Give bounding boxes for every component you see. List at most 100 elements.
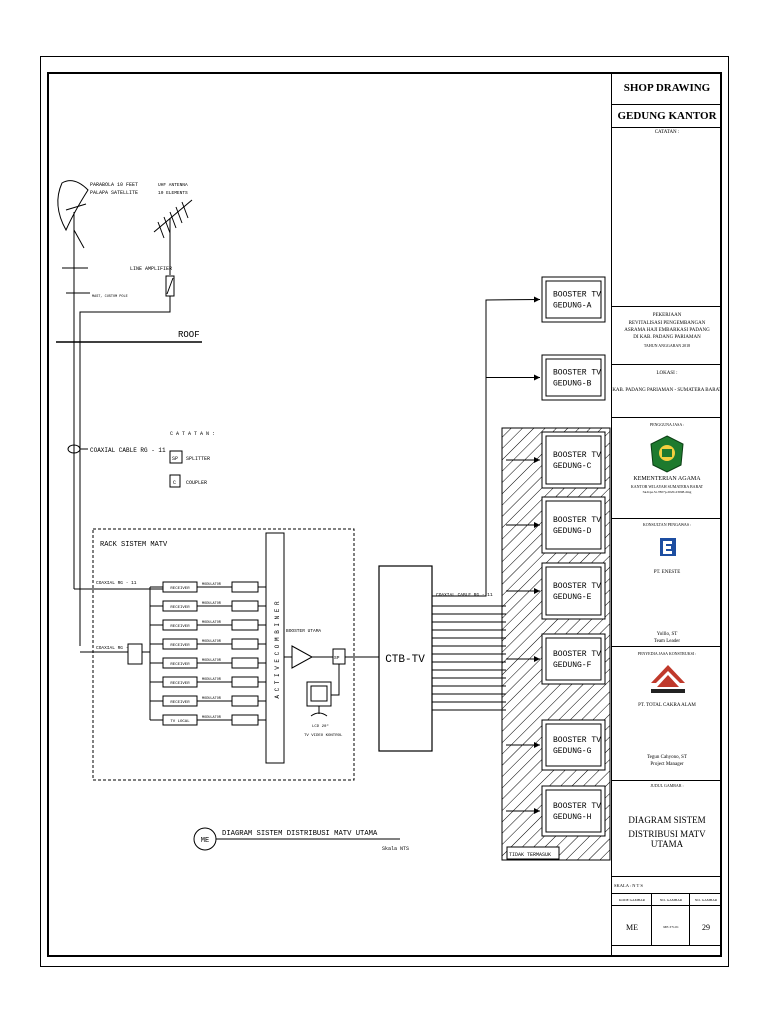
- ctb-tv-label: CTB-TV: [385, 654, 425, 666]
- booster-label: GEDUNG-G: [553, 747, 592, 756]
- arrow-icon: [534, 457, 540, 463]
- title-tag: ME: [201, 837, 209, 845]
- penyedia-value: PT. TOTAL CAKRA ALAM: [638, 703, 696, 708]
- no-lembar-value: 29: [702, 923, 710, 932]
- svg-text:SP: SP: [334, 655, 340, 661]
- booster-box: [541, 633, 606, 685]
- booster-label: BOOSTER TV: [553, 582, 601, 591]
- booster-box: [541, 785, 606, 837]
- modulator-label: MODULATOR: [202, 697, 222, 701]
- booster-label: BOOSTER TV: [553, 451, 601, 460]
- booster-inner-box: [545, 789, 602, 833]
- pengguna-sub: Sk.Kpa.Sr.7807p.2020-23098.ding: [642, 490, 692, 494]
- arrow-icon: [534, 808, 540, 814]
- receiver-label: RECEIVER: [170, 682, 190, 686]
- monitor-label: TV VIDEO KONTROL: [304, 734, 343, 738]
- arrow-icon: [534, 656, 540, 662]
- arrow-icon: [534, 374, 540, 381]
- booster-label: BOOSTER TV: [553, 516, 601, 525]
- konsultan-value: PT. ENESTE: [653, 570, 681, 575]
- tb-divider: [612, 306, 720, 307]
- tb-divider: [612, 893, 720, 894]
- penyedia-label: PENYEDIA JASA KONSTRUKSI :: [637, 651, 697, 656]
- booster-label: BOOSTER TV: [553, 736, 601, 745]
- booster-inner-box: [545, 280, 602, 319]
- modulator-box: [231, 600, 259, 612]
- modulator-label: MODULATOR: [202, 621, 222, 625]
- coupler-label: COUPLER: [186, 480, 207, 486]
- pekerjaan-label: PEKERJAAN: [652, 313, 682, 318]
- modulator-box: [231, 676, 259, 688]
- svg-text:SP: SP: [172, 456, 178, 462]
- parabola-label: PALAPA SATELLITE: [90, 190, 138, 196]
- rack-coax-label: COAXIAL RG - 11: [96, 580, 137, 586]
- tb-divider: [612, 417, 720, 418]
- pekerjaan-line: REVITALISASI PENGEMBANGAN: [628, 321, 706, 326]
- modulator-label: MODULATOR: [202, 678, 222, 682]
- tb-divider: [612, 905, 720, 906]
- skala-label: SKALA : N T S: [614, 883, 643, 888]
- rack-label: RACK SISTEM MATV: [100, 541, 168, 549]
- uhf-label: UHF ANTENNA: [158, 182, 188, 188]
- mast-label: MAST, CUSTOM POLE: [92, 295, 128, 299]
- drawing-outer-border: [40, 56, 729, 967]
- lokasi-value: KAB. PADANG PARIAMAN - SUMATERA BARAT: [612, 388, 722, 393]
- booster-box: [541, 354, 606, 401]
- receiver-label: RECEIVER: [170, 625, 190, 629]
- drawing-inner-border: [47, 72, 722, 957]
- title-block: SHOP DRAWING GEDUNG KANTOR CATATAN : PEK…: [611, 72, 722, 957]
- hatch-note-box: [506, 846, 560, 860]
- booster-label: GEDUNG-F: [553, 661, 592, 670]
- shop-drawing-title: SHOP DRAWING: [623, 82, 711, 94]
- receiver-label: RECEIVER: [170, 606, 190, 610]
- booster-inner-box: [545, 566, 602, 616]
- modulator-box: [231, 657, 259, 669]
- ctb-coax-label: COAXIAL CABLE RG - 11: [436, 592, 493, 598]
- tb-divider: [612, 646, 720, 647]
- monitor-icon: [306, 681, 332, 717]
- rack-coax-label: COAXIAL RG - 11: [96, 645, 137, 651]
- tb-divider: [612, 780, 720, 781]
- diagram-scale: Skala NTS: [382, 846, 409, 852]
- modulator-label: MODULATOR: [202, 602, 222, 606]
- uhf-label: 10 ELEMENTS: [158, 190, 188, 196]
- no-gambar-label: NO. GAMBAR: [659, 898, 683, 902]
- booster-box: [541, 496, 606, 554]
- coupler-symbol: [169, 474, 181, 488]
- modulator-label: MODULATOR: [202, 659, 222, 663]
- roof-label: ROOF: [178, 330, 200, 340]
- booster-label: GEDUNG-D: [553, 527, 592, 536]
- splitter-symbol: [169, 450, 183, 464]
- booster-box: [541, 719, 606, 771]
- booster-label: BOOSTER TV: [553, 802, 601, 811]
- no-gambar-value: ME-TV-01: [663, 925, 679, 929]
- konsultan-role: Team Leader: [653, 639, 681, 644]
- lokasi-label: LOKASI :: [656, 371, 678, 376]
- pengguna-sub: KANTOR WILAYAH SUMATERA BARAT: [630, 484, 704, 489]
- parabola-antenna-icon: [57, 180, 89, 269]
- booster-label: GEDUNG-H: [553, 813, 592, 822]
- booster-label: GEDUNG-A: [553, 302, 592, 311]
- tb-cell-divider: [651, 893, 652, 945]
- line-amp-label: LINE AMPLIFIER: [130, 266, 172, 272]
- modulator-box: [231, 581, 259, 593]
- tca-logo: [651, 665, 685, 693]
- booster-amplifier: [291, 645, 314, 669]
- booster-label: BOOSTER TV: [553, 291, 601, 300]
- arrow-icon: [534, 522, 540, 528]
- no-lembar-label: NO. GAMBAR: [694, 898, 718, 902]
- pengguna-value: KEMENTERIAN AGAMA: [633, 476, 701, 482]
- booster-label: GEDUNG-C: [553, 462, 592, 471]
- trunk-line: [432, 300, 487, 597]
- booster-box: [541, 562, 606, 620]
- tb-divider: [612, 127, 720, 128]
- booster-label: BOOSTER TV: [553, 369, 601, 378]
- modulator-box: [231, 695, 259, 707]
- receiver-label: RECEIVER: [170, 644, 190, 648]
- pekerjaan-line: DI KAB. PADANG PARIAMAN: [633, 335, 701, 340]
- konsultan-label: KONSULTAN PENGAWAS :: [642, 522, 692, 527]
- booster-box: [541, 276, 606, 323]
- booster-label: BOOSTER TV: [553, 650, 601, 659]
- parabola-label: PARABOLA 10 FEET: [90, 182, 138, 188]
- arrow-icon: [534, 742, 540, 748]
